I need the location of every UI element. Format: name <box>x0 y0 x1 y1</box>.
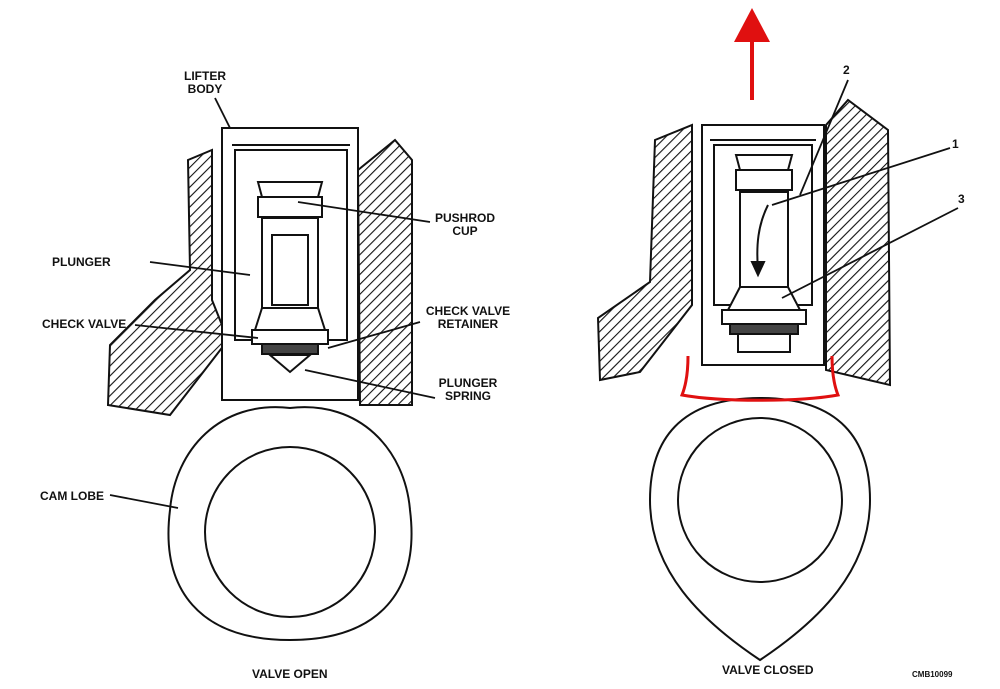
callout-2: 2 <box>843 63 850 77</box>
right-plunger <box>721 191 807 353</box>
left-engine-block <box>106 138 413 417</box>
left-leader-lines <box>109 97 436 509</box>
label-cam-lobe: CAM LOBE <box>40 489 104 503</box>
left-plunger <box>253 217 327 331</box>
label-plunger: PLUNGER <box>52 255 111 269</box>
label-check-valve-retainer: CHECK VALVE RETAINER <box>418 305 518 331</box>
label-pushrod-cup-line2: CUP <box>452 224 478 238</box>
left-cam-lobe <box>167 406 413 642</box>
right-callout-leaders <box>771 79 959 299</box>
label-lifter-body: LIFTER BODY <box>175 70 235 96</box>
caption-valve-closed: VALVE CLOSED <box>722 663 814 677</box>
label-lifter-body-line1: LIFTER <box>184 69 226 83</box>
lifter-gap-highlight <box>679 355 841 402</box>
right-pushrod-cup <box>734 154 794 191</box>
label-plunger-spring-line2: SPRING <box>444 389 491 403</box>
left-pushrod-cup <box>256 181 324 218</box>
lift-direction-arrow <box>734 8 770 100</box>
label-plunger-spring-line1: PLUNGER <box>438 376 498 390</box>
right-cam-lobe <box>648 396 872 662</box>
label-pushrod-cup-line1: PUSHROD <box>434 211 495 225</box>
callout-1: 1 <box>952 137 959 151</box>
label-check-valve: CHECK VALVE <box>42 317 127 331</box>
caption-valve-open: VALVE OPEN <box>252 667 328 681</box>
callout-3: 3 <box>958 192 965 206</box>
label-lifter-body-line2: BODY <box>187 82 223 96</box>
label-pushrod-cup: PUSHROD CUP <box>425 212 505 238</box>
right-engine-block <box>596 98 892 387</box>
label-plunger-spring: PLUNGER SPRING <box>428 377 508 403</box>
label-check-valve-retainer-line1: CHECK VALVE <box>425 304 511 318</box>
right-oil-flow-arrow <box>750 204 769 278</box>
label-check-valve-retainer-line2: RETAINER <box>437 317 499 331</box>
figure-code: CMB10099 <box>912 670 953 679</box>
